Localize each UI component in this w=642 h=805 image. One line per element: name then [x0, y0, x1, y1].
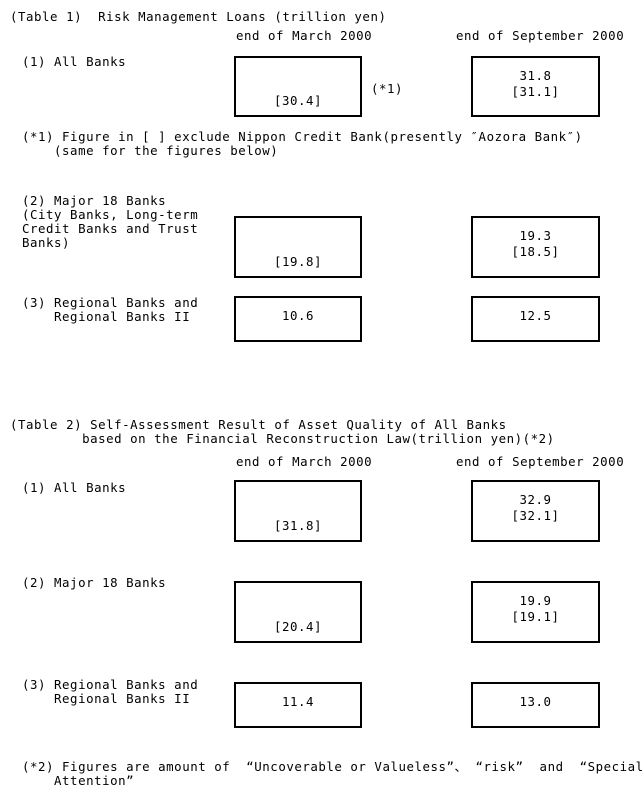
- table-2-value-regional-banks-september: 13.0: [519, 694, 552, 709]
- table-2-value-box-all-banks-march: [31.8]: [234, 480, 362, 542]
- table-2-value-all-banks-march: [31.8]: [273, 518, 323, 533]
- table-2-value-box-regional-banks-march: 11.4: [234, 682, 362, 728]
- table-1-column-header-left: end of March 2000: [236, 28, 373, 43]
- table-1-value-regional-banks-september: 12.5: [519, 308, 552, 323]
- table-1-value-box-all-banks-march: [30.4]: [234, 56, 362, 117]
- table-1-row-label-all-banks: (1) All Banks: [22, 54, 127, 69]
- table-2-value-major-18-banks-march: [20.4]: [273, 619, 323, 634]
- table-2-value-box-major-18-banks-september: 19.9 [19.1]: [471, 581, 600, 643]
- table-1-value-major-18-banks-september: 19.3 [18.5]: [511, 228, 560, 259]
- table-2-row-label-all-banks: (1) All Banks: [22, 480, 127, 495]
- table-1-note-reference: (*1): [371, 81, 404, 96]
- table-2-value-box-all-banks-september: 32.9 [32.1]: [471, 480, 600, 542]
- table-2-value-regional-banks-march: 11.4: [281, 694, 315, 709]
- table-2-value-major-18-banks-september: 19.9 [19.1]: [511, 593, 560, 624]
- table-2-title: (Table 2) Self-Assessment Result of Asse…: [10, 417, 555, 446]
- table-1-row-label-major-18-banks: (2) Major 18 Banks (City Banks, Long-ter…: [22, 193, 199, 250]
- table-2-footnote: (*2) Figures are amount of “Uncoverable …: [22, 759, 642, 788]
- table-1-value-all-banks-march: [30.4]: [273, 93, 323, 108]
- table-1-value-major-18-banks-march: [19.8]: [273, 254, 323, 269]
- table-1-value-all-banks-september: 31.8 [31.1]: [511, 67, 560, 99]
- table-1-footnote: (*1) Figure in [ ] exclude Nippon Credit…: [22, 129, 583, 158]
- table-2-row-label-regional-banks: (3) Regional Banks and Regional Banks II: [22, 677, 199, 706]
- table-1-value-regional-banks-march: 10.6: [281, 308, 315, 323]
- table-1-value-box-major-18-banks-march: [19.8]: [234, 216, 362, 278]
- table-2-value-box-regional-banks-september: 13.0: [471, 682, 600, 728]
- table-2-value-box-major-18-banks-march: [20.4]: [234, 581, 362, 643]
- table-1-row-label-regional-banks: (3) Regional Banks and Regional Banks II: [22, 295, 199, 324]
- table-2-column-header-left: end of March 2000: [236, 454, 373, 469]
- table-2-column-header-right: end of September 2000: [456, 454, 625, 469]
- table-1-value-box-all-banks-september: 31.8 [31.1]: [471, 56, 600, 117]
- table-1-value-box-major-18-banks-september: 19.3 [18.5]: [471, 216, 600, 278]
- table-1-title: (Table 1) Risk Management Loans (trillio…: [10, 9, 387, 24]
- table-1-value-box-regional-banks-march: 10.6: [234, 296, 362, 342]
- table-1-column-header-right: end of September 2000: [456, 28, 625, 43]
- table-1-value-box-regional-banks-september: 12.5: [471, 296, 600, 342]
- table-2-value-all-banks-september: 32.9 [32.1]: [511, 492, 560, 523]
- table-2-row-label-major-18-banks: (2) Major 18 Banks: [22, 575, 167, 590]
